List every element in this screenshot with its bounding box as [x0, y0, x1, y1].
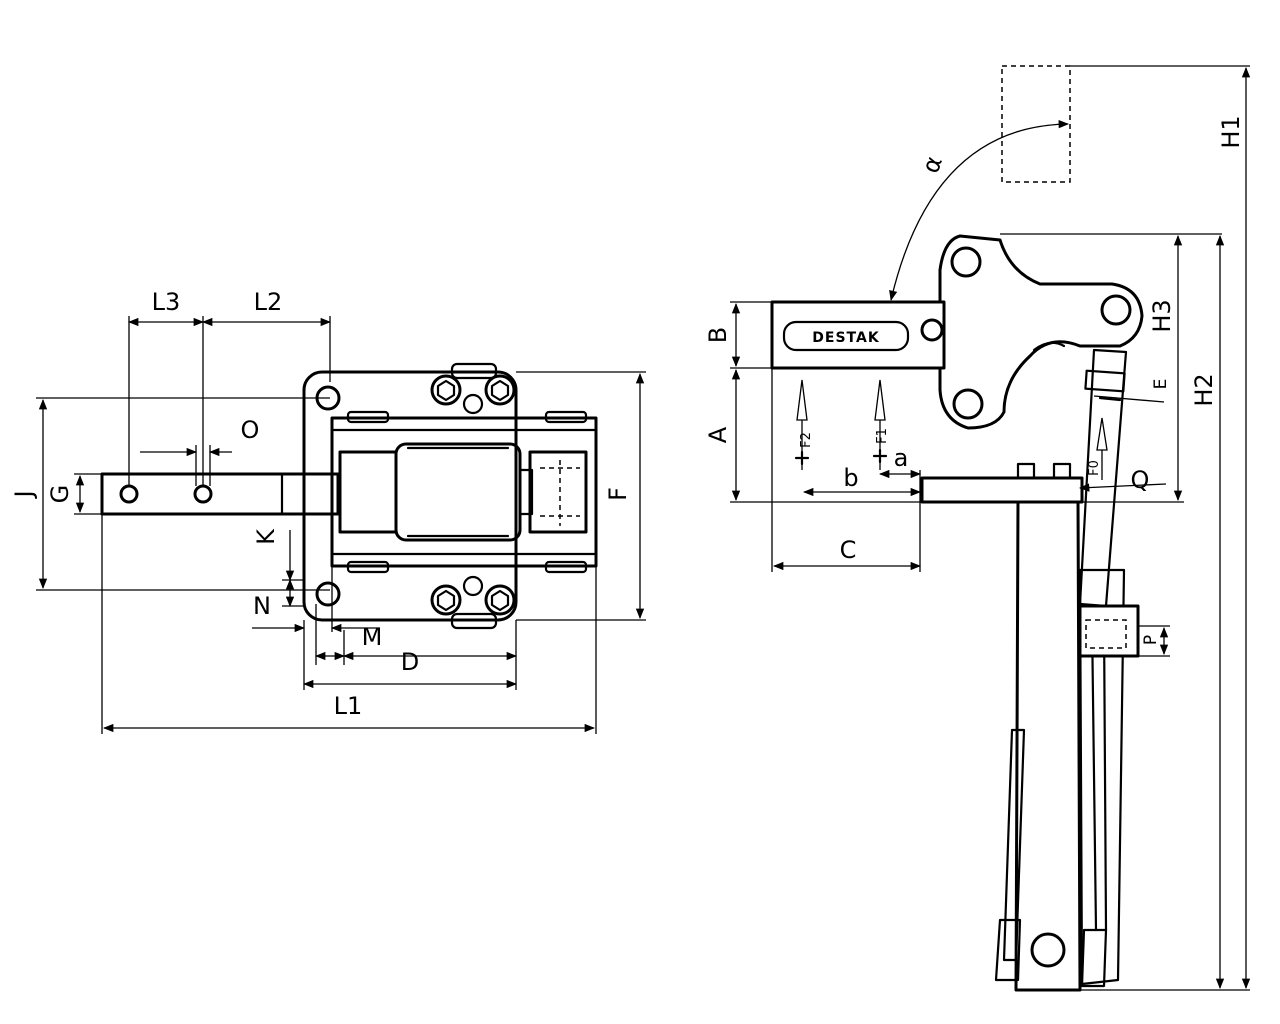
link-plate [938, 234, 1144, 430]
logo-plate [782, 320, 910, 352]
link-block-center [394, 442, 522, 542]
dim-label-L2: L2 [254, 288, 283, 316]
clamp-arm [100, 472, 340, 516]
bolt-bottom-left [430, 584, 462, 616]
base-plate [302, 370, 518, 622]
dim-label-P: P [1141, 635, 1161, 645]
clamp-arm-side [770, 300, 946, 370]
bolt-bottom-right [484, 584, 516, 616]
force-F0: F0 [1087, 417, 1108, 480]
bracket-top [450, 362, 498, 380]
dim-label-D: D [401, 648, 419, 676]
bracket-bottom [450, 612, 498, 630]
force-F2: F2 [794, 379, 814, 470]
dim-label-A: A [704, 426, 732, 443]
dim-label-Q: Q [1131, 466, 1150, 494]
dim-label-L3: L3 [152, 288, 181, 316]
handle-pivot [1030, 932, 1066, 968]
dim-label-N: N [253, 592, 271, 620]
dim-label-J: J [10, 490, 38, 499]
arm-hole-2 [193, 484, 213, 504]
force-F1: F1 [872, 379, 890, 470]
dim-label-L1: L1 [334, 692, 363, 720]
arm-hole-1 [119, 484, 139, 504]
link-block-right [528, 450, 588, 534]
svg-text:F0: F0 [1087, 460, 1102, 476]
dim-label-alpha: α [916, 152, 948, 176]
dim-label-H1: H1 [1217, 115, 1245, 148]
link-block-left [338, 450, 398, 534]
base-bar [920, 476, 1084, 504]
dim-label-H3: H3 [1148, 299, 1176, 332]
opening-angle-arc [889, 119, 1070, 302]
dim-label-G: G [46, 485, 74, 504]
dim-label-K: K [252, 528, 280, 545]
side-view: DESTAK F2 F1 F0 [704, 65, 1251, 992]
pin-bottom [462, 575, 484, 597]
bolt-top-left [430, 374, 462, 406]
handle-assembly [994, 498, 1140, 992]
spindle-rod [1078, 348, 1128, 608]
svg-text:F2: F2 [799, 432, 814, 448]
dim-label-M: M [362, 623, 383, 651]
top-view: L3 L2 O J G K N M D L1 F [10, 288, 646, 734]
dim-label-B: B [704, 327, 732, 343]
body-frame [330, 416, 598, 568]
svg-text:F1: F1 [875, 428, 890, 444]
dim-label-b: b [843, 464, 858, 492]
dim-label-E: E [1151, 379, 1171, 390]
dim-label-a: a [894, 444, 909, 472]
brand-logo-text: DESTAK [812, 330, 880, 346]
mount-hole-bottom [315, 581, 341, 607]
dim-label-O: O [241, 416, 260, 444]
dim-label-H2: H2 [1190, 373, 1218, 406]
dim-label-F: F [604, 487, 632, 501]
dim-label-C: C [840, 536, 857, 564]
bolt-top-right [484, 374, 516, 406]
pin-top [462, 393, 484, 415]
